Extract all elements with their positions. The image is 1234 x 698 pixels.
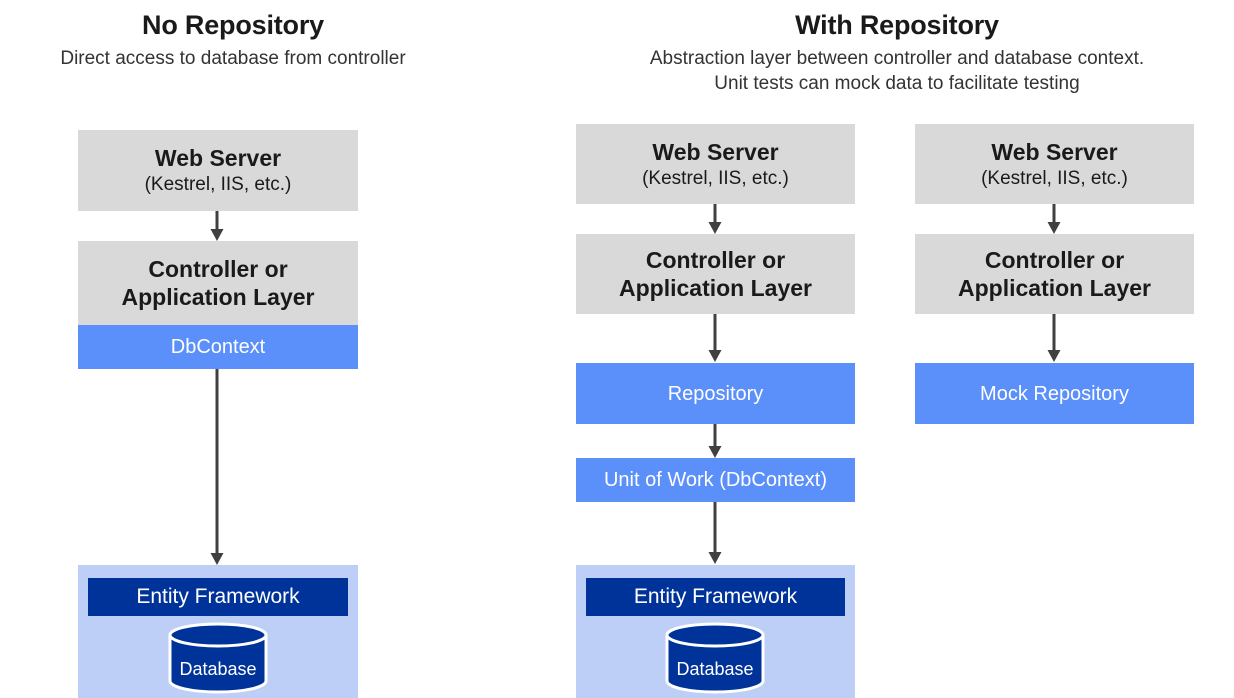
dbcontext-label: DbContext bbox=[170, 336, 266, 358]
arrow-controller-to-mock-repository bbox=[1042, 314, 1066, 362]
web-server-title: Web Server bbox=[652, 138, 779, 165]
unit-of-work-label: Unit of Work (DbContext) bbox=[603, 469, 828, 491]
controller-line1: Controller or bbox=[148, 256, 288, 282]
arrow-dbcontext-to-entity-framework-left bbox=[205, 369, 229, 565]
page-subtitle-no-repository: Direct access to database from controlle… bbox=[60, 48, 406, 69]
with-repository-header: With Repository Abstraction layer betwee… bbox=[560, 8, 1234, 96]
no-repo-entity-framework-box: Entity Framework bbox=[88, 578, 348, 616]
web-server-title: Web Server bbox=[154, 145, 282, 171]
no-repo-web-server-box: Web Server (Kestrel, IIS, etc.) bbox=[78, 130, 358, 211]
with-repo-controller-box: Controller or Application Layer bbox=[576, 234, 855, 314]
no-repo-controller-box: Controller or Application Layer bbox=[78, 241, 358, 325]
arrow-unit-of-work-to-entity-framework bbox=[703, 502, 727, 564]
no-repo-database-cylinder: Database bbox=[167, 622, 269, 694]
mock-repository-box: Mock Repository bbox=[915, 363, 1194, 424]
with-repo-entity-framework-box: Entity Framework bbox=[586, 578, 845, 616]
controller-line2: Application Layer bbox=[958, 275, 1151, 301]
web-server-detail: (Kestrel, IIS, etc.) bbox=[981, 167, 1128, 189]
repository-label: Repository bbox=[667, 382, 764, 405]
web-server-title: Web Server bbox=[991, 138, 1118, 165]
arrow-web-server-to-controller-middle bbox=[703, 204, 727, 234]
page-title-with-repository: With Repository bbox=[795, 10, 999, 40]
controller-line1: Controller or bbox=[984, 247, 1125, 273]
controller-line2: Application Layer bbox=[121, 284, 315, 310]
entity-framework-label: Entity Framework bbox=[633, 585, 798, 608]
repository-box: Repository bbox=[576, 363, 855, 424]
web-server-detail: (Kestrel, IIS, etc.) bbox=[144, 174, 292, 195]
mock-repository-label: Mock Repository bbox=[980, 382, 1129, 405]
no-repository-header: No Repository Direct access to database … bbox=[0, 8, 466, 71]
mock-controller-box: Controller or Application Layer bbox=[915, 234, 1194, 314]
page-subtitle-with-repository-line1: Abstraction layer between controller and… bbox=[649, 48, 1145, 69]
controller-line2: Application Layer bbox=[619, 275, 812, 301]
mock-web-server-box: Web Server (Kestrel, IIS, etc.) bbox=[915, 124, 1194, 204]
arrow-web-server-to-controller-right bbox=[1042, 204, 1066, 234]
no-repo-dbcontext-box: DbContext bbox=[78, 325, 358, 369]
web-server-detail: (Kestrel, IIS, etc.) bbox=[642, 167, 789, 189]
arrow-controller-to-repository bbox=[703, 314, 727, 362]
page-title-no-repository: No Repository bbox=[142, 10, 324, 40]
page-subtitle-with-repository-line2: Unit tests can mock data to facilitate t… bbox=[714, 73, 1080, 94]
with-repo-web-server-box: Web Server (Kestrel, IIS, etc.) bbox=[576, 124, 855, 204]
unit-of-work-box: Unit of Work (DbContext) bbox=[576, 458, 855, 502]
entity-framework-label: Entity Framework bbox=[136, 585, 300, 608]
arrow-web-server-to-controller-left bbox=[205, 211, 229, 241]
controller-line1: Controller or bbox=[645, 247, 786, 273]
with-repo-database-cylinder: Database bbox=[664, 622, 766, 694]
arrow-repository-to-unit-of-work bbox=[703, 424, 727, 458]
